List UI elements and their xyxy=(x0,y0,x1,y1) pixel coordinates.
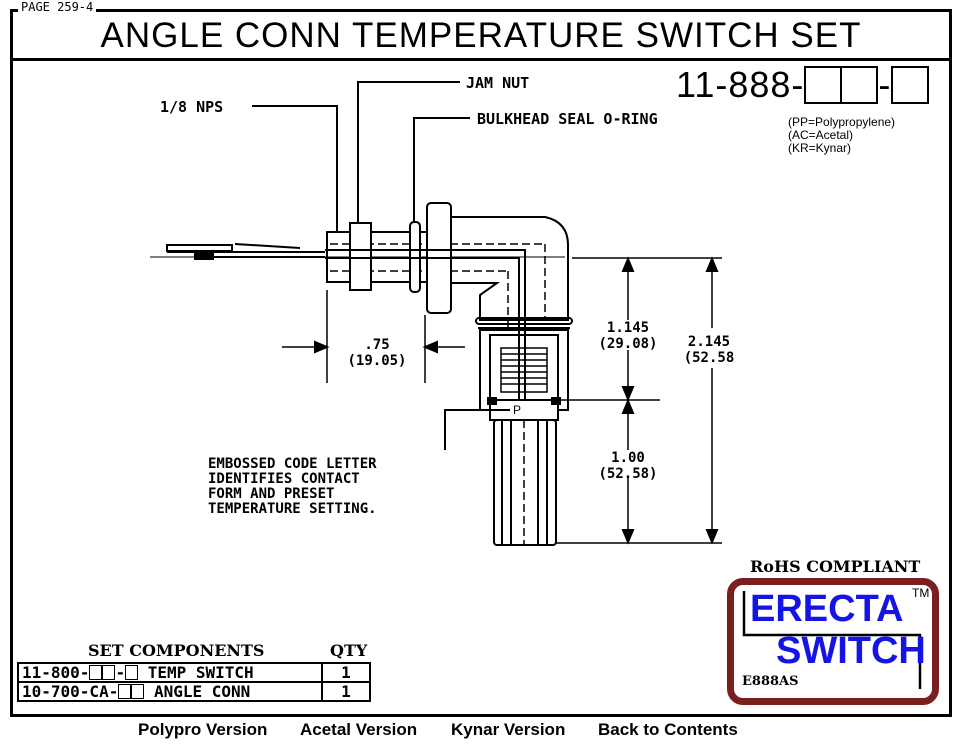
rohs-label: RoHS COMPLIANT xyxy=(750,557,921,576)
component-qty: 1 xyxy=(321,681,371,702)
material-box xyxy=(840,66,879,105)
callout-oring: BULKHEAD SEAL O-RING xyxy=(477,110,658,128)
dim-value: .75 xyxy=(364,337,390,353)
code-box xyxy=(891,66,930,105)
logo-lines xyxy=(742,591,922,689)
link-polypro-version[interactable]: Polypro Version xyxy=(138,720,268,739)
qty-header: QTY xyxy=(330,641,368,660)
blank-box xyxy=(131,683,145,699)
threads xyxy=(500,347,548,393)
link-back-to-contents[interactable]: Back to Contents xyxy=(598,720,738,739)
code-letter-note: EMBOSSED CODE LETTER IDENTIFIES CONTACT … xyxy=(208,457,377,517)
probe-tube xyxy=(325,249,526,410)
erecta-switch-logo: ERECTA SWITCH TM E888AS xyxy=(727,578,939,705)
component-name: 10-700-CA- ANGLE CONN xyxy=(17,681,323,702)
components-table: 11-800- - TEMP SWITCH 1 10-700-CA- ANGLE … xyxy=(17,662,371,702)
dim-width: .75(19.05) xyxy=(332,337,422,369)
part-number-prefix: 11-888- xyxy=(676,64,805,105)
dim-value-mm: (29.08) xyxy=(598,336,658,352)
callout-jam-nut: JAM NUT xyxy=(466,74,530,92)
legend-ac: (AC=Acetal) xyxy=(788,128,854,142)
link-acetal-version[interactable]: Acetal Version xyxy=(300,720,418,739)
page-label: PAGE 259-4 xyxy=(18,1,97,13)
dim-value: 2.145 xyxy=(687,334,731,350)
legend-pp: (PP=Polypropylene) xyxy=(788,115,896,129)
dim-value: 1.00 xyxy=(611,450,645,466)
component-qty: 1 xyxy=(321,662,371,683)
part-prefix: 10-700-CA- xyxy=(22,682,119,701)
table-row: 11-800- - TEMP SWITCH 1 xyxy=(17,662,371,683)
leader-nps xyxy=(252,105,338,232)
note-line: EMBOSSED CODE LETTER xyxy=(208,456,377,472)
material-legend: (PP=Polypropylene) (AC=Acetal) (KR=Kynar… xyxy=(788,116,895,155)
link-kynar-version[interactable]: Kynar Version xyxy=(451,720,566,739)
elbow-oring xyxy=(475,317,573,325)
blank-box xyxy=(102,664,116,680)
part-desc: ANGLE CONN xyxy=(144,682,251,701)
callout-nps: 1/8 NPS xyxy=(160,98,224,116)
blank-box xyxy=(118,683,132,699)
note-line: IDENTIFIES CONTACT xyxy=(208,471,360,487)
components-header: SET COMPONENTS xyxy=(88,641,265,660)
dim-value-mm: (19.05) xyxy=(347,353,407,369)
logo-tm: TM xyxy=(912,586,930,600)
dim-upper: 1.145(29.08) xyxy=(578,320,678,352)
component-name: 11-800- - TEMP SWITCH xyxy=(17,662,323,683)
jam-nut xyxy=(349,222,372,291)
part-number-sep: - xyxy=(878,64,892,105)
part-prefix: 11-800- xyxy=(22,663,90,682)
dim-lower: 1.00(52.58) xyxy=(578,450,678,482)
page-title: ANGLE CONN TEMPERATURE SWITCH SET xyxy=(100,16,862,55)
logo-code: E888AS xyxy=(742,674,799,689)
title-divider xyxy=(10,58,952,61)
note-line: FORM AND PRESET xyxy=(208,486,335,502)
leader-oring xyxy=(413,117,470,222)
table-row: 10-700-CA- ANGLE CONN 1 xyxy=(17,681,371,702)
drawing-frame xyxy=(10,9,952,717)
leader-jam-nut xyxy=(357,81,460,223)
dim-value-mm: (52.58 xyxy=(683,350,735,366)
legend-kr: (KR=Kynar) xyxy=(788,141,852,155)
switch-fins xyxy=(493,419,557,546)
dim-value: 1.145 xyxy=(606,320,650,336)
part-number: 11-888- - xyxy=(676,64,930,106)
note-line: TEMPERATURE SETTING. xyxy=(208,501,377,517)
code-letter: P xyxy=(513,403,522,417)
part-sep: - xyxy=(115,663,126,682)
blank-box xyxy=(125,664,139,680)
dim-total: 2.145(52.58 xyxy=(664,334,754,366)
leader-code-letter xyxy=(444,409,510,450)
part-desc: TEMP SWITCH xyxy=(138,663,254,682)
blank-box xyxy=(89,664,103,680)
elbow-body xyxy=(451,216,569,321)
dim-value-mm: (52.58) xyxy=(598,466,658,482)
logo-erecta: ERECTA xyxy=(750,588,904,630)
logo-switch: SWITCH xyxy=(776,630,926,672)
